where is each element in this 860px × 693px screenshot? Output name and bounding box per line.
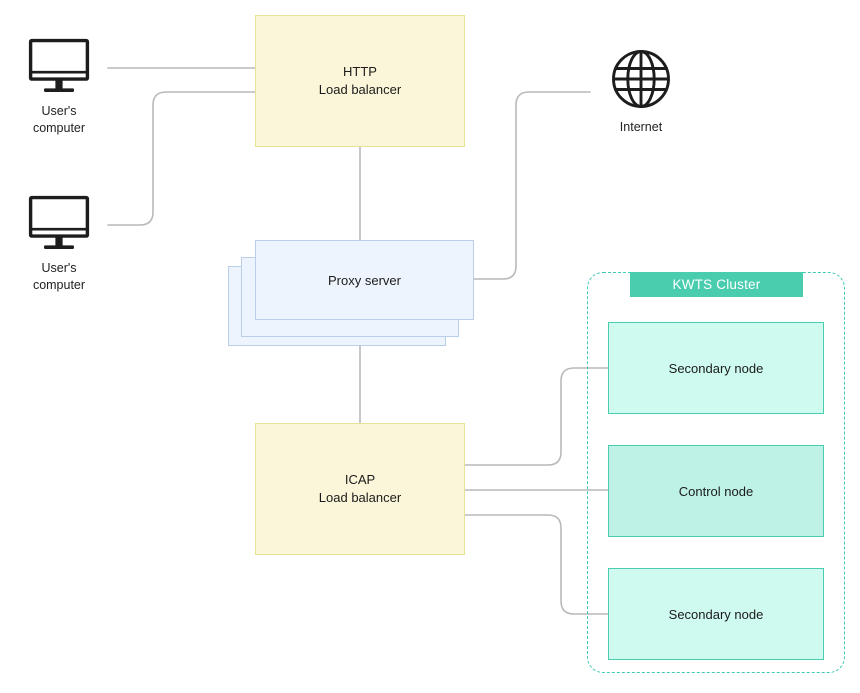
endpoint-caption: User's computer [32, 261, 86, 292]
endpoint-user-computer-top[interactable]: User's computer [4, 38, 114, 137]
http-load-balancer-label: HTTP Load balancer [318, 64, 402, 97]
monitor-icon [28, 38, 90, 92]
wire-proxy-to-internet [473, 91, 591, 280]
cluster-node-label: Secondary node [668, 606, 764, 622]
endpoint-caption: User's computer [32, 104, 86, 135]
cluster-node-label: Secondary node [668, 360, 764, 376]
monitor-icon [28, 195, 90, 249]
cluster-node-secondary-top[interactable]: Secondary node [608, 322, 824, 414]
cluster-node-label: Control node [678, 483, 754, 499]
endpoint-internet[interactable]: Internet [586, 48, 696, 136]
endpoint-caption: Internet [619, 120, 663, 134]
http-load-balancer-box[interactable]: HTTP Load balancer [255, 15, 465, 147]
kwts-cluster-title: KWTS Cluster [630, 272, 803, 297]
icap-load-balancer-label: ICAP Load balancer [318, 472, 402, 505]
endpoint-user-computer-bottom[interactable]: User's computer [4, 195, 114, 294]
proxy-server-layer-front[interactable]: Proxy server [255, 240, 474, 320]
proxy-server-label: Proxy server [328, 272, 401, 288]
cluster-node-secondary-bottom[interactable]: Secondary node [608, 568, 824, 660]
globe-icon [612, 50, 670, 108]
wire-user-bottom-to-http [107, 91, 256, 226]
cluster-node-control[interactable]: Control node [608, 445, 824, 537]
icap-load-balancer-box[interactable]: ICAP Load balancer [255, 423, 465, 555]
kwts-cluster-title-label: KWTS Cluster [672, 277, 761, 292]
proxy-server-stack[interactable]: Proxy server [228, 238, 478, 348]
